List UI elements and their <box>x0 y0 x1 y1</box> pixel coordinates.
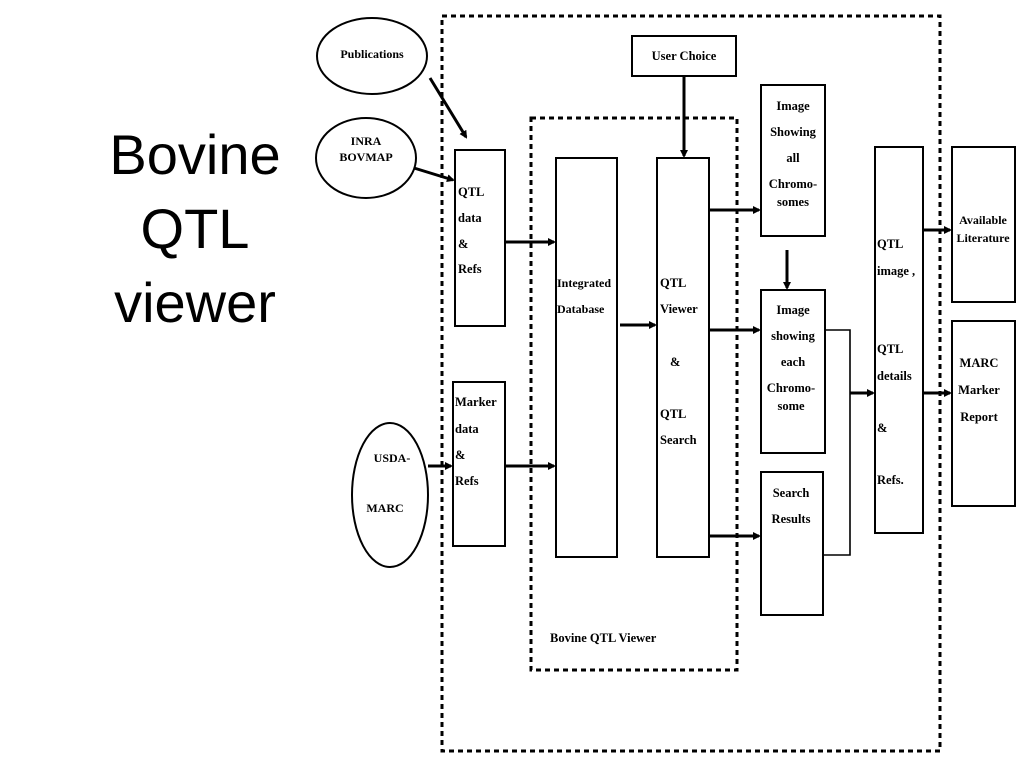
qtl-image-line-2: image , <box>877 264 915 278</box>
marc-report-line-2: Marker <box>958 383 1000 397</box>
inra-bovmap-source: INRA BOVMAP <box>315 117 417 199</box>
integrated-db-line-2: Database <box>557 302 605 316</box>
qtl-data-line-3: & <box>458 237 468 251</box>
qtl-viewer-line-5: Search <box>660 433 697 447</box>
slide-title: Bovine QTL viewer <box>70 118 320 340</box>
qtl-viewer-line-3: & <box>670 355 680 369</box>
user-choice-box: User Choice <box>631 35 737 77</box>
qtl-data-line-4: Refs <box>458 262 482 276</box>
image-all-line-4: Chromo- <box>769 177 817 191</box>
qtl-viewer-search-box: QTL Viewer & QTL Search <box>656 157 710 558</box>
image-each-line-5: some <box>777 399 805 413</box>
qtl-data-line-2: data <box>458 211 482 225</box>
marker-data-box: Marker data & Refs <box>452 381 506 547</box>
search-results-line-1: Search <box>773 486 810 500</box>
arrow-inra-to-qtl-data <box>413 166 455 183</box>
marker-data-line-1: Marker <box>455 395 497 409</box>
marc-report-line-1: MARC <box>960 356 999 370</box>
arrow-publications-to-qtl-data <box>428 77 468 139</box>
qtl-image-line-6: Refs. <box>877 473 904 487</box>
search-results-box: Search Results <box>760 471 824 616</box>
image-all-line-1: Image <box>776 99 810 113</box>
publications-label: Publications <box>340 47 404 61</box>
user-choice-label: User Choice <box>652 49 717 63</box>
integrated-db-line-1: Integrated <box>557 276 611 290</box>
marker-data-line-2: data <box>455 422 479 436</box>
image-each-line-3: each <box>781 355 805 369</box>
image-each-chromosome-box: Image showing each Chromo- some <box>760 289 826 454</box>
title-line-3: viewer <box>114 271 276 334</box>
bovmap-label: BOVMAP <box>339 150 392 164</box>
bovine-qtl-viewer-boundary <box>529 116 739 672</box>
bovine-qtl-viewer-label: Bovine QTL Viewer <box>550 631 657 645</box>
available-literature-line-1: Available <box>959 213 1007 227</box>
qtl-image-line-3: QTL <box>877 342 903 356</box>
search-results-line-2: Results <box>772 512 811 526</box>
image-each-line-2: showing <box>771 329 816 343</box>
qtl-image-line-4: details <box>877 369 912 383</box>
qtl-image-line-5: & <box>877 421 887 435</box>
marker-data-line-4: Refs <box>455 474 479 488</box>
image-all-line-3: all <box>786 151 800 165</box>
title-line-1: Bovine <box>109 123 281 186</box>
image-each-line-1: Image <box>776 303 810 317</box>
qtl-image-line-1: QTL <box>877 237 903 251</box>
qtl-viewer-line-2: Viewer <box>660 302 698 316</box>
marc-report-line-3: Report <box>960 410 998 424</box>
image-all-line-2: Showing <box>770 125 817 139</box>
qtl-viewer-line-1: QTL <box>660 276 686 290</box>
image-each-line-4: Chromo- <box>767 381 815 395</box>
image-all-line-5: somes <box>777 195 809 209</box>
available-literature-box: Available Literature <box>951 146 1016 303</box>
usda-marc-source: USDA- MARC <box>351 422 429 568</box>
marc-marker-report-box: MARC Marker Report <box>951 320 1016 507</box>
integrated-database-box: Integrated Database <box>555 157 618 558</box>
image-all-chromosomes-box: Image Showing all Chromo- somes <box>760 84 826 237</box>
title-line-2: QTL <box>140 197 250 260</box>
available-literature-line-2: Literature <box>956 231 1010 245</box>
qtl-image-details-box: QTL image , QTL details & Refs. <box>874 146 924 534</box>
publications-source: Publications <box>316 17 428 95</box>
marc-label: MARC <box>366 501 403 515</box>
qtl-viewer-line-4: QTL <box>660 407 686 421</box>
inra-label: INRA <box>351 134 382 148</box>
outer-system-boundary <box>440 14 942 753</box>
connector-bracket <box>823 329 851 556</box>
flow-arrows <box>413 76 952 556</box>
qtl-data-line-1: QTL <box>458 185 484 199</box>
marker-data-line-3: & <box>455 448 465 462</box>
qtl-data-box: QTL data & Refs <box>454 149 506 327</box>
usda-label: USDA- <box>374 451 411 465</box>
